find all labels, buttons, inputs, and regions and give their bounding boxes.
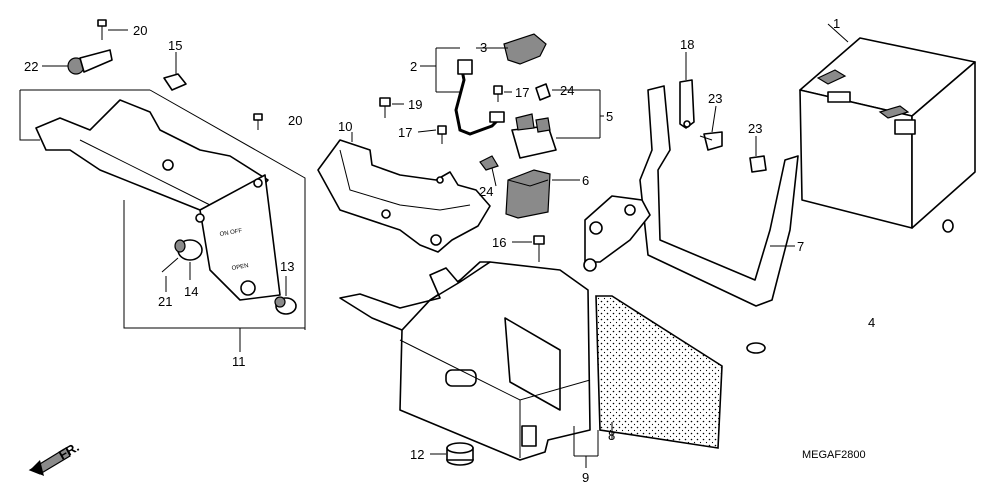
- label-8: 8: [608, 428, 615, 443]
- label-24b: 24: [479, 184, 493, 199]
- label-17a: 17: [515, 85, 529, 100]
- clip-24b: [479, 155, 499, 171]
- clip-15: [163, 73, 187, 91]
- screw-20a: [97, 19, 107, 40]
- label-15: 15: [168, 38, 182, 53]
- cover-text-onoff: ON OFF: [219, 228, 243, 238]
- label-3: 3: [480, 40, 487, 55]
- label-23b: 23: [748, 121, 762, 136]
- label-4: 4: [868, 315, 875, 330]
- label-11: 11: [232, 354, 246, 369]
- label-24a: 24: [560, 83, 574, 98]
- battery-holder-bracket: [583, 85, 799, 307]
- label-7: 7: [797, 239, 804, 254]
- relay-cable: [454, 59, 505, 136]
- leader-lines: [19, 23, 849, 468]
- diagram-code: MEGAF2800: [802, 449, 866, 461]
- label-6: 6: [582, 173, 589, 188]
- grommet-12: [446, 442, 474, 466]
- relay-boot: [505, 169, 551, 219]
- clip-24a: [535, 83, 551, 101]
- battery-cable: [746, 219, 968, 354]
- label-10: 10: [338, 119, 352, 134]
- battery-box: [339, 261, 591, 461]
- label-14: 14: [184, 284, 198, 299]
- battery-strap: [679, 79, 695, 129]
- fuse-tray: [317, 139, 491, 253]
- bolt-23a: [699, 131, 723, 151]
- starter-relay: [511, 113, 557, 159]
- battery-pad: [595, 295, 723, 449]
- label-19: 19: [408, 97, 422, 112]
- relay-cover: [503, 33, 547, 65]
- label-2: 2: [410, 59, 417, 74]
- cover-text-open: OPEN: [231, 263, 249, 272]
- label-9: 9: [582, 470, 589, 485]
- clip-22: [67, 49, 113, 75]
- bolt-17a: [493, 85, 503, 102]
- label-5: 5: [606, 109, 613, 124]
- label-20b: 20: [288, 113, 302, 128]
- bolt-16: [533, 235, 545, 262]
- side-cover: [35, 99, 281, 301]
- battery: [799, 37, 976, 229]
- label-17b: 17: [398, 125, 412, 140]
- label-18: 18: [680, 37, 694, 52]
- label-20a: 20: [133, 23, 147, 38]
- label-12: 12: [410, 447, 424, 462]
- label-13: 13: [280, 259, 294, 274]
- label-16: 16: [492, 235, 506, 250]
- bolt-19: [379, 97, 391, 118]
- label-22: 22: [24, 59, 38, 74]
- cover-knob-14: [174, 239, 203, 261]
- front-arrow: [28, 447, 71, 476]
- label-23a: 23: [708, 91, 722, 106]
- bolt-17b: [437, 125, 447, 144]
- bolt-23b: [749, 155, 767, 173]
- label-21: 21: [158, 294, 172, 309]
- pin-21: [161, 257, 179, 273]
- label-1: 1: [833, 16, 840, 31]
- screw-20b: [253, 113, 263, 130]
- grommet-13: [274, 296, 297, 315]
